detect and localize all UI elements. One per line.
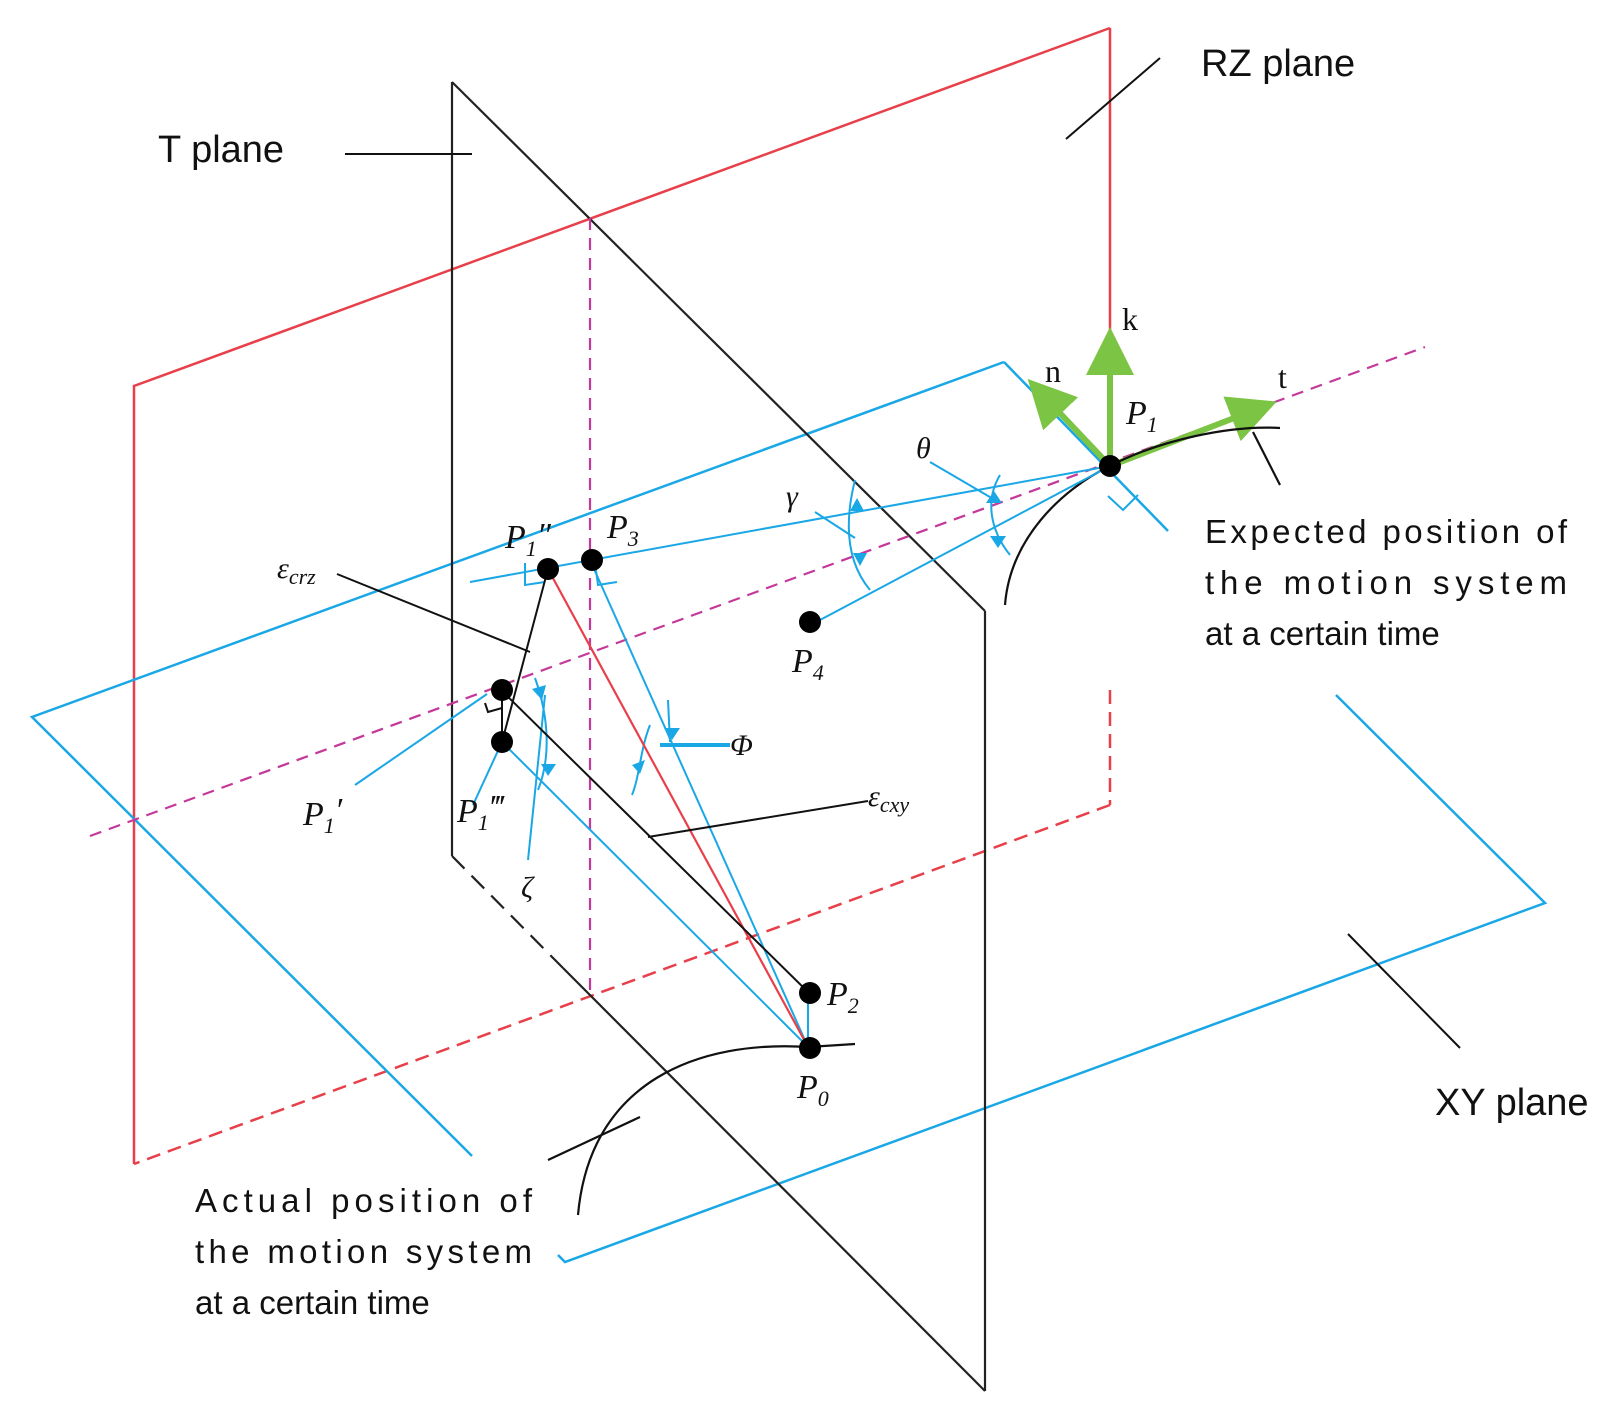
point-p3 <box>581 549 603 571</box>
point-p4 <box>799 611 821 633</box>
label-epsilon-crz: εcrz <box>277 552 316 589</box>
n-vector <box>1027 378 1113 469</box>
expected-line-1: Expected position of <box>1205 513 1568 550</box>
label-p4: P4 <box>791 643 824 685</box>
actual-line-2: the motion system <box>195 1233 532 1270</box>
point-p1-double-prime <box>537 558 559 580</box>
label-phi: Φ <box>730 729 753 762</box>
label-p2: P2 <box>826 976 859 1018</box>
label-zeta: ζ <box>521 871 535 904</box>
label-p1-prime: P1′ <box>302 792 343 838</box>
local-frame <box>1027 327 1277 469</box>
point-p1 <box>1099 455 1121 477</box>
label-t: t <box>1278 359 1287 395</box>
label-p1-double-prime: P1″ <box>504 517 552 561</box>
t-plane <box>450 81 987 1392</box>
label-theta: θ <box>916 432 931 465</box>
actual-line-1: Actual position of <box>195 1182 533 1219</box>
point-p1-triple-prime <box>491 731 513 753</box>
rz-plane <box>132 26 1112 1166</box>
label-epsilon-cxy: εcxy <box>868 780 909 817</box>
angle-arrowheads <box>532 491 1006 776</box>
point-p0 <box>799 1037 821 1059</box>
label-n: n <box>1045 353 1061 389</box>
label-k: k <box>1122 301 1138 337</box>
label-xy-plane: XY plane <box>1435 1082 1589 1124</box>
label-gamma: γ <box>786 480 799 513</box>
construction-lines <box>354 461 1139 1048</box>
label-p1-triple-prime: P1‴ <box>456 789 505 835</box>
label-p1: P1 <box>1125 395 1158 437</box>
error-line-red <box>547 568 809 1048</box>
label-t-plane: T plane <box>158 129 284 171</box>
label-p3: P3 <box>606 509 639 551</box>
point-p2 <box>799 982 821 1004</box>
label-rz-plane: RZ plane <box>1201 43 1355 85</box>
expected-line-2: the motion system <box>1205 564 1567 601</box>
trajectory-curves <box>547 426 1281 1216</box>
points <box>491 455 1121 1059</box>
tangent-axis-dashed <box>89 218 1426 998</box>
actual-position-caption: Actual position of the motion system at … <box>195 1182 533 1321</box>
expected-position-caption: Expected position of the motion system a… <box>1205 513 1568 652</box>
actual-line-3: at a certain time <box>195 1284 430 1321</box>
expected-line-3: at a certain time <box>1205 615 1440 652</box>
point-p1-prime <box>491 679 513 701</box>
t-vector <box>1108 396 1277 469</box>
label-p0: P0 <box>796 1069 829 1111</box>
